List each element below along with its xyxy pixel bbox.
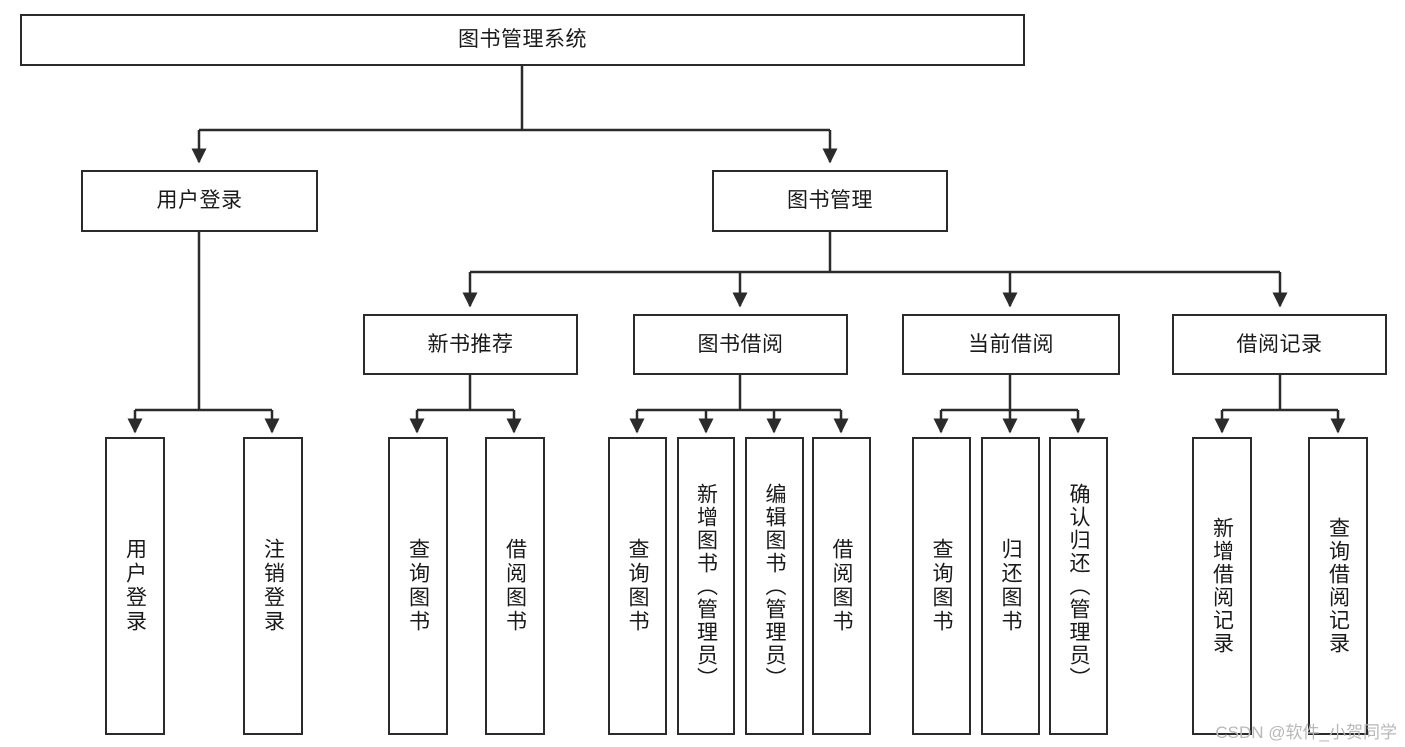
leaf-new-book-query[interactable]: 查询图书: [388, 437, 448, 735]
leaf-label: 借阅图书: [830, 538, 853, 634]
leaf-label: 新增借阅记录: [1210, 517, 1234, 655]
node-current-borrow-label: 当前借阅: [968, 332, 1054, 356]
node-user-login[interactable]: 用户登录: [81, 170, 318, 232]
leaf-book-borrow-edit[interactable]: 编辑图书（管理员）: [745, 437, 804, 735]
leaf-label: 新增图书（管理员）: [694, 482, 718, 690]
node-book-borrow-label: 图书借阅: [697, 332, 784, 356]
leaf-new-book-borrow[interactable]: 借阅图书: [485, 437, 545, 735]
node-borrow-record[interactable]: 借阅记录: [1172, 314, 1387, 375]
leaf-label: 查询图书: [930, 538, 953, 634]
leaf-label: 查询图书: [406, 538, 430, 634]
leaf-label: 确认归还（管理员）: [1067, 482, 1090, 690]
leaf-borrow-record-query[interactable]: 查询借阅记录: [1308, 437, 1368, 735]
leaf-label: 查询图书: [626, 538, 649, 634]
node-root[interactable]: 图书管理系统: [20, 14, 1025, 66]
leaf-label: 注销登录: [261, 538, 285, 634]
node-book-borrow[interactable]: 图书借阅: [633, 314, 848, 375]
leaf-label: 编辑图书（管理员）: [763, 482, 786, 690]
leaf-label: 用户登录: [123, 538, 147, 634]
leaf-user-login-logout[interactable]: 注销登录: [243, 437, 303, 735]
node-new-book-recommend[interactable]: 新书推荐: [363, 314, 578, 375]
node-book-management-label: 图书管理: [787, 189, 873, 213]
node-current-borrow[interactable]: 当前借阅: [902, 314, 1120, 375]
leaf-borrow-record-add[interactable]: 新增借阅记录: [1192, 437, 1252, 735]
leaf-label: 归还图书: [999, 538, 1022, 634]
leaf-user-login-login[interactable]: 用户登录: [105, 437, 165, 735]
leaf-current-borrow-confirm[interactable]: 确认归还（管理员）: [1049, 437, 1108, 735]
node-borrow-record-label: 借阅记录: [1236, 332, 1323, 356]
leaf-label: 查询借阅记录: [1326, 517, 1350, 655]
node-new-book-recommend-label: 新书推荐: [427, 332, 514, 356]
node-user-login-label: 用户登录: [156, 189, 243, 213]
node-root-label: 图书管理系统: [458, 28, 587, 52]
node-book-management[interactable]: 图书管理: [712, 170, 948, 232]
leaf-book-borrow-borrow[interactable]: 借阅图书: [812, 437, 871, 735]
leaf-current-borrow-return[interactable]: 归还图书: [981, 437, 1040, 735]
leaf-label: 借阅图书: [503, 538, 527, 634]
leaf-book-borrow-query[interactable]: 查询图书: [608, 437, 667, 735]
leaf-book-borrow-add[interactable]: 新增图书（管理员）: [677, 437, 735, 735]
leaf-current-borrow-query[interactable]: 查询图书: [912, 437, 971, 735]
